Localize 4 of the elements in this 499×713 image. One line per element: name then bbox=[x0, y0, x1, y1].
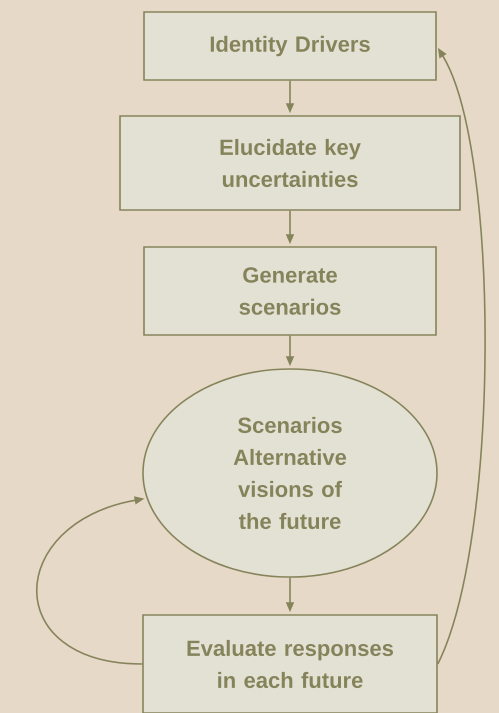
process-box: Evaluate responses in each future bbox=[142, 614, 438, 713]
process-box: Elucidate key uncertainties bbox=[119, 115, 461, 211]
process-box: Identity Drivers bbox=[143, 11, 437, 81]
process-box: Generate scenarios bbox=[143, 246, 437, 336]
